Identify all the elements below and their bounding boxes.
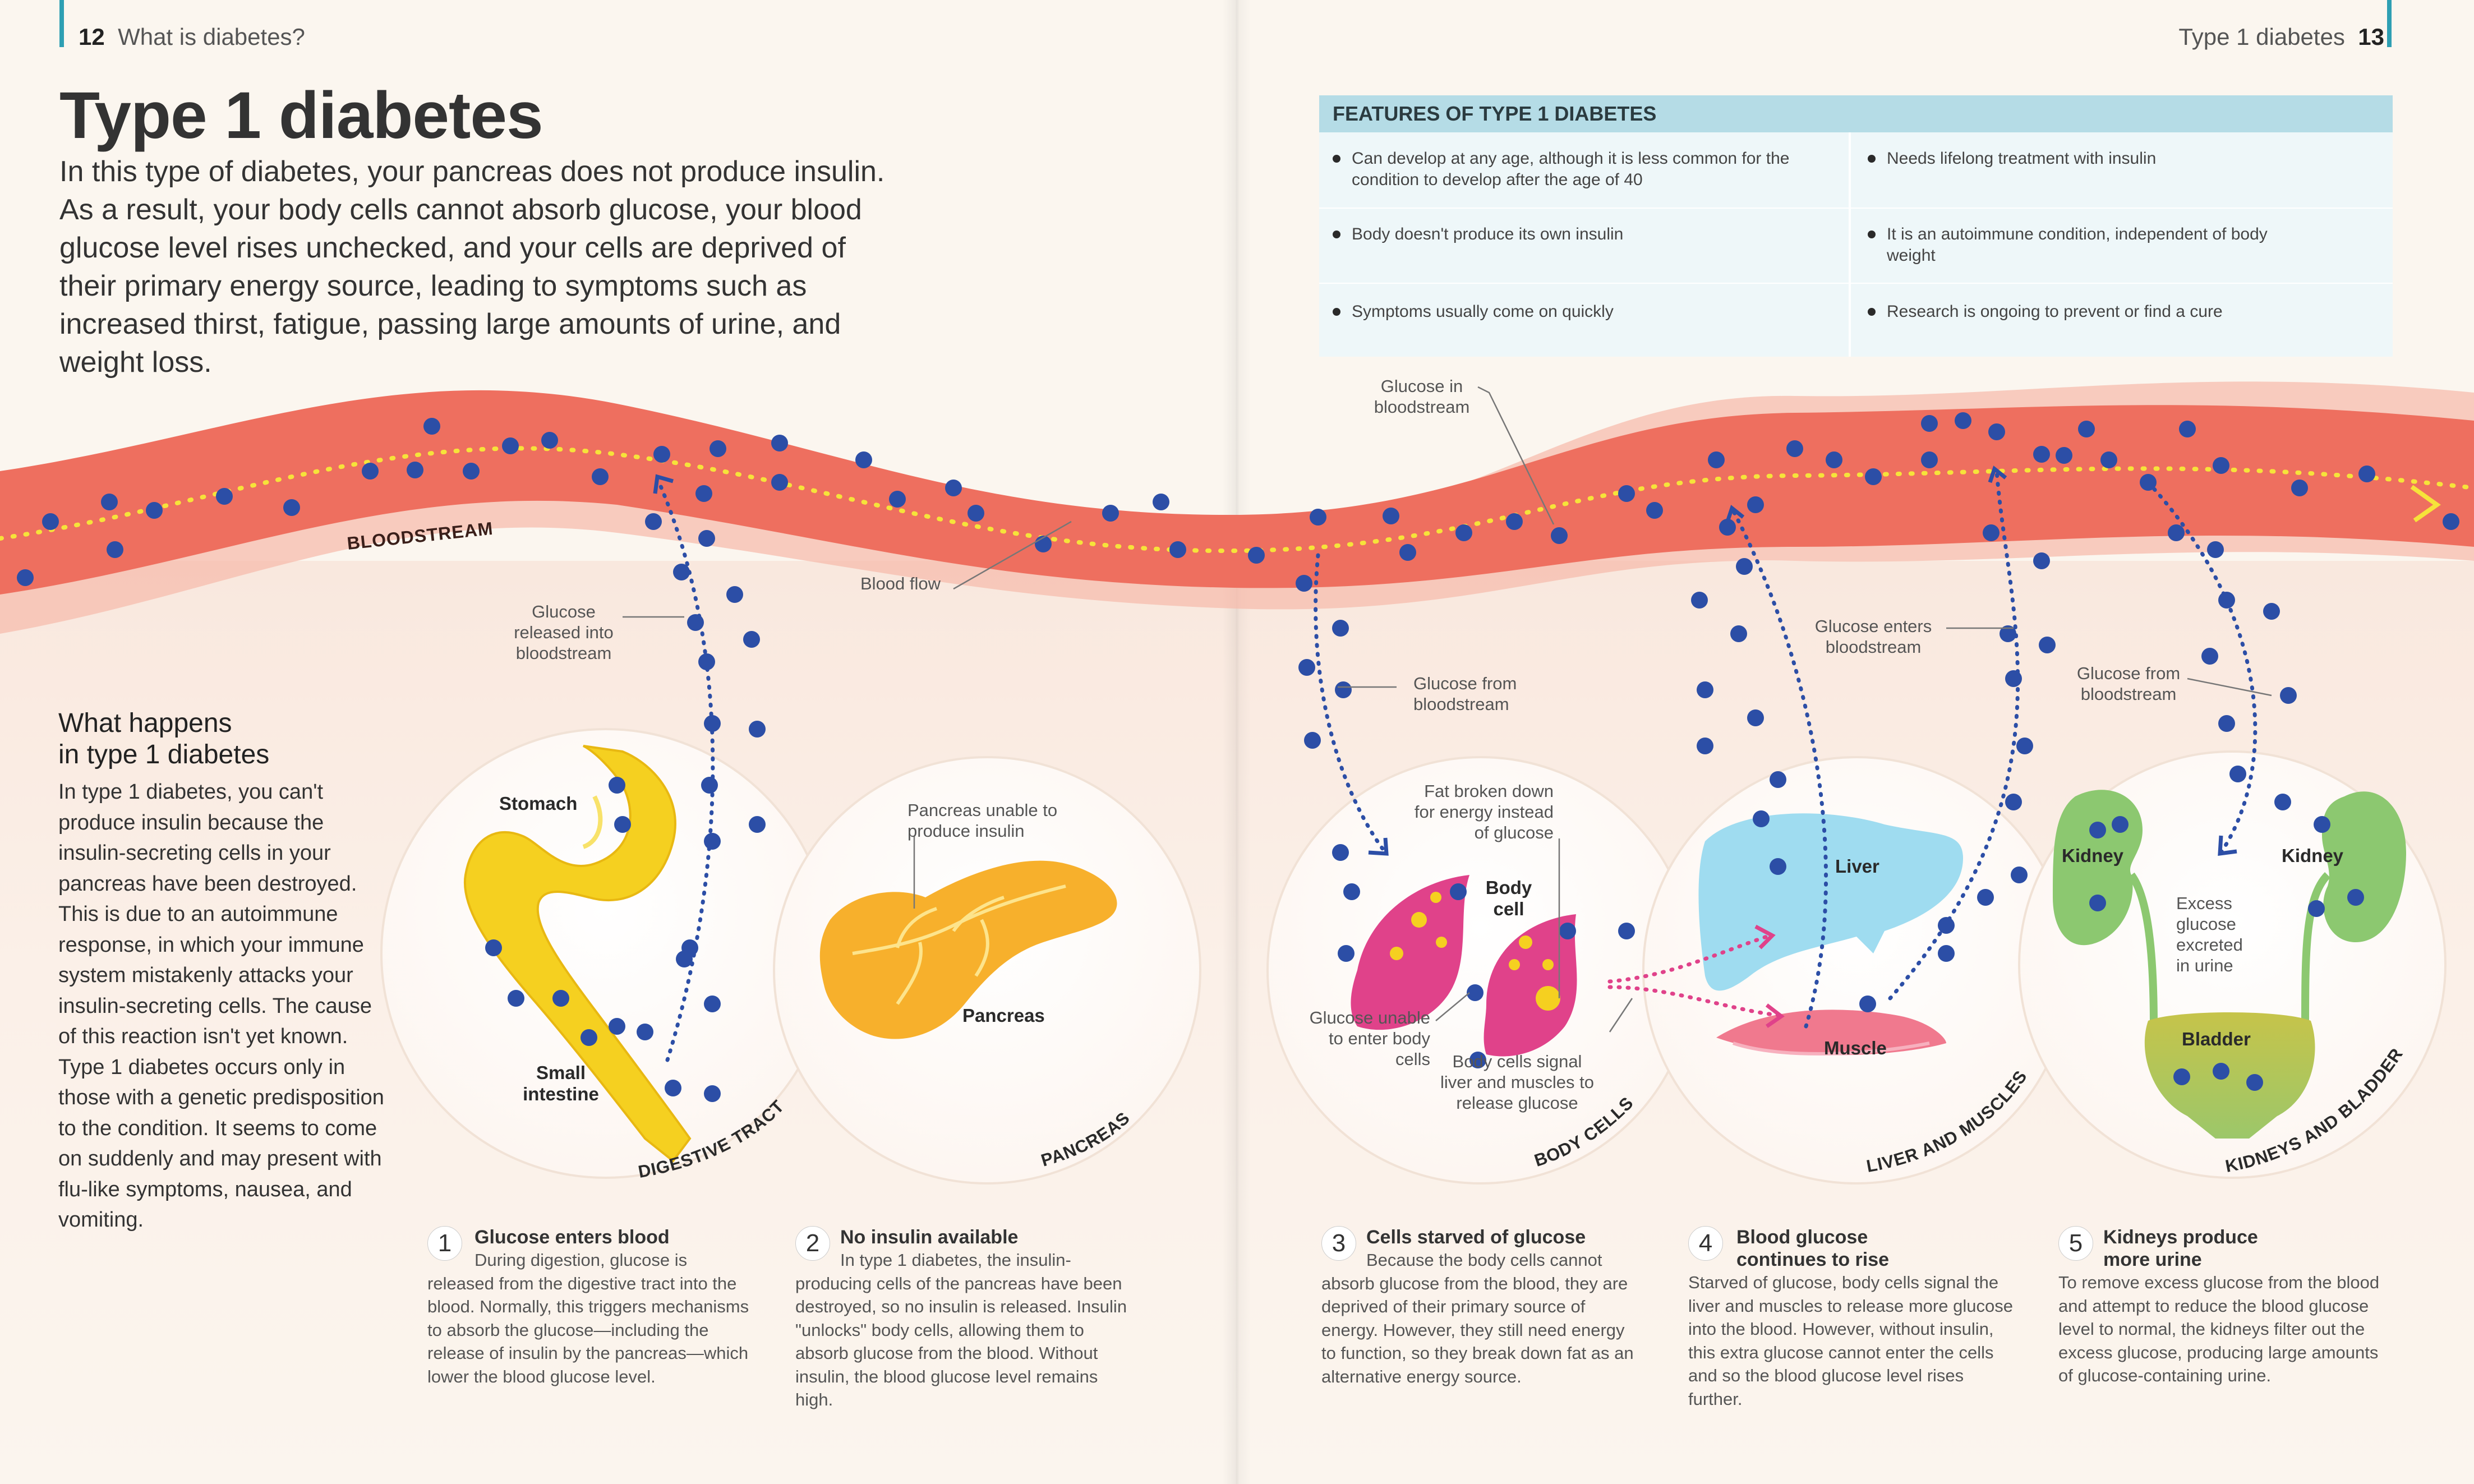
sidebar-heading: What happens in type 1 diabetes — [58, 708, 270, 769]
step-body: Starved of glucose, body cells signal th… — [1688, 1273, 2013, 1409]
page-title: Type 1 diabetes — [59, 79, 543, 153]
features-header: FEATURES OF TYPE 1 DIABETES — [1319, 95, 2393, 132]
kidney-right-label: Kidney — [2282, 845, 2344, 866]
page-number: 13 — [2358, 24, 2384, 50]
features-divider — [1849, 132, 1851, 357]
bladder-illustration — [2144, 1012, 2315, 1139]
body-cells-signal-label: Body cells signal liver and muscles to r… — [1440, 1052, 1594, 1113]
glucose-flow-paths — [657, 469, 2258, 1062]
excess-glucose-label: Excess glucose excreted in urine — [2176, 893, 2243, 975]
bloodstream — [0, 381, 2474, 634]
book-gutter — [1223, 0, 1251, 1484]
signal-arrows — [1607, 934, 1780, 1017]
feature-item: Symptoms usually come on quickly — [1333, 301, 1826, 322]
pancreas-illustration — [819, 860, 1117, 1039]
glucose-released-label: Glucose released into bloodstream — [514, 602, 614, 663]
running-head: What is diabetes? — [118, 24, 305, 50]
step-number: 3 — [1321, 1226, 1356, 1261]
glucose-from-bloodstream-label: Glucose from bloodstream — [2076, 663, 2181, 704]
step-number: 1 — [427, 1226, 462, 1261]
glucose-enters-bloodstream-label: Glucose enters bloodstream — [1814, 616, 1932, 657]
right-folio: Type 1 diabetes 13 — [2178, 24, 2384, 50]
step-title: No insulin available — [840, 1227, 1019, 1248]
step-number: 2 — [795, 1226, 830, 1261]
step-3: 3 Cells starved of glucose Because the b… — [1321, 1226, 1641, 1388]
glucose-from-bloodstream-label: Glucose from bloodstream — [1413, 674, 1517, 714]
step-body: Because the body cells cannot absorb glu… — [1321, 1250, 1634, 1386]
pancreas-label: Pancreas — [962, 1005, 1045, 1026]
sidebar-body: In type 1 diabetes, you can't produce in… — [58, 780, 384, 1232]
page-number: 12 — [79, 24, 105, 50]
step-2: 2 No insulin available In type 1 diabete… — [795, 1226, 1132, 1412]
step-title: Glucose enters blood — [474, 1227, 670, 1248]
feature-item: Can develop at any age, although it is l… — [1333, 148, 1826, 191]
step-1: 1 Glucose enters blood During digestion,… — [427, 1226, 753, 1388]
small-intestine-label: Small intestine — [523, 1062, 599, 1104]
liver-illustration — [1698, 813, 1963, 991]
blood-flow-label: Blood flow — [860, 574, 941, 593]
right-page-marker — [2387, 0, 2392, 47]
pancreas-unable-label: Pancreas unable to produce insulin — [907, 800, 1058, 841]
step-5: 5 Kidneys produce more urine To remove e… — [2058, 1226, 2384, 1388]
step-body: During digestion, glucose is released fr… — [427, 1250, 749, 1386]
fat-broken-down-label: Fat broken down for energy instead of gl… — [1414, 781, 1554, 842]
features-divider — [1319, 283, 2393, 284]
feature-item: It is an autoimmune condition, independe… — [1868, 224, 2294, 266]
stomach-label: Stomach — [499, 793, 578, 814]
left-page-marker — [59, 0, 64, 47]
signal-arrowheads — [1754, 924, 1785, 1028]
intro-paragraph: In this type of diabetes, your pancreas … — [59, 155, 885, 379]
glucose-unable-label: Glucose unable to enter body cells — [1309, 1008, 1430, 1069]
step-4: 4 Blood glucose continues to rise Starve… — [1688, 1226, 2019, 1411]
liver-label: Liver — [1835, 856, 1879, 877]
body-cell-label: Body cell — [1485, 877, 1532, 919]
feature-item: Needs lifelong treatment with insulin — [1868, 148, 2294, 169]
step-body: In type 1 diabetes, the insulin-producin… — [795, 1250, 1127, 1409]
step-title: Cells starved of glucose — [1366, 1227, 1586, 1248]
muscle-label: Muscle — [1824, 1038, 1887, 1058]
feature-item: Research is ongoing to prevent or find a… — [1868, 301, 2294, 322]
running-head: Type 1 diabetes — [2178, 24, 2345, 50]
step-title: Blood glucose continues to rise — [1736, 1227, 1890, 1270]
step-body: To remove excess glucose from the blood … — [2058, 1273, 2380, 1385]
glucose-molecules-lower — [485, 485, 2364, 1102]
feature-item: Body doesn't produce its own insulin — [1333, 224, 1826, 245]
bladder-label: Bladder — [2182, 1029, 2251, 1049]
stomach-illustration — [463, 745, 692, 1163]
step-number: 4 — [1688, 1226, 1723, 1261]
kidney-left-label: Kidney — [2062, 845, 2124, 866]
glucose-in-bloodstream-label: Glucose in bloodstream — [1374, 376, 1470, 417]
features-divider — [1319, 208, 2393, 209]
step-title: Kidneys produce more urine — [2103, 1227, 2258, 1270]
flow-arrowheads — [653, 466, 2237, 856]
features-panel — [1319, 132, 2393, 357]
left-folio: 12 What is diabetes? — [79, 24, 305, 50]
step-number: 5 — [2058, 1226, 2093, 1261]
body-cells-illustration — [1351, 875, 1577, 1057]
leader-lines — [623, 386, 2272, 1033]
